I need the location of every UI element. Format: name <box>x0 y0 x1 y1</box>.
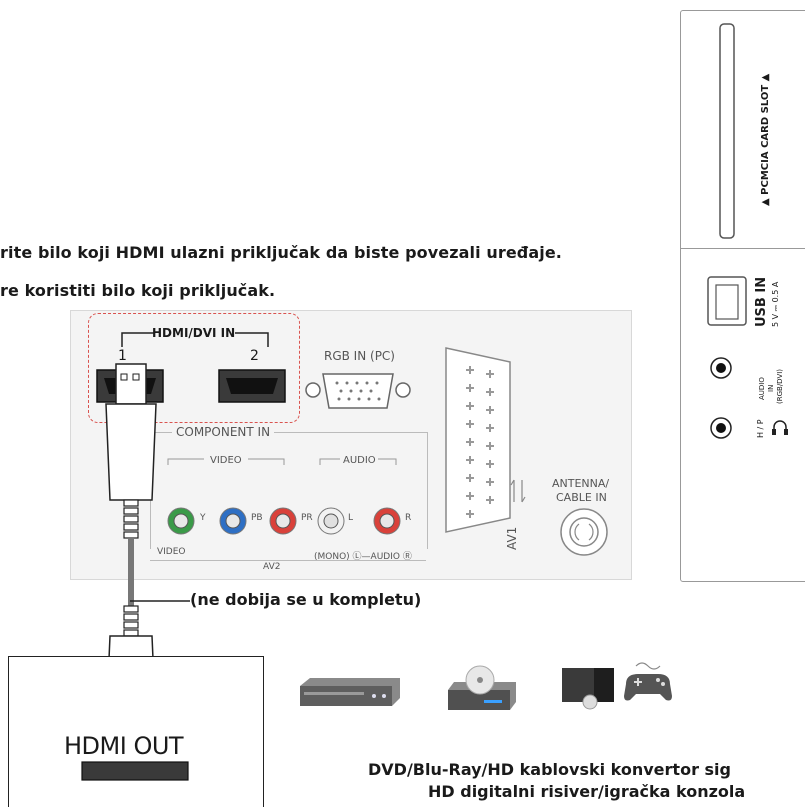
video-bottom-label: VIDEO <box>157 547 186 557</box>
mono-audio-label: (MONO) Ⓛ—AUDIO Ⓡ <box>314 552 412 562</box>
audio-group-bracket <box>319 458 397 465</box>
hdmi-port-group <box>88 313 300 423</box>
av2-divider <box>150 560 426 561</box>
antenna-port[interactable] <box>558 506 610 558</box>
jack-l-label: L <box>348 513 354 523</box>
external-device <box>8 656 264 807</box>
rgb-vga-port[interactable] <box>303 366 413 416</box>
jack-r-label: R <box>405 513 412 523</box>
jack-y-label: Y <box>200 513 206 523</box>
bluray-player-icon <box>448 665 516 710</box>
cable-in-label: CABLE IN <box>556 491 607 504</box>
antenna-label: ANTENNA/ <box>552 477 610 490</box>
tv-back-panel <box>70 310 632 580</box>
jack-pr-red[interactable] <box>268 506 298 536</box>
scart-port[interactable] <box>440 340 520 540</box>
video-group-bracket <box>167 458 285 465</box>
usb-spec-label: 5 V ⎓ 0.5 A <box>771 281 780 327</box>
rgb-in-label: RGB IN (PC) <box>324 349 395 363</box>
devices-caption-line-2: HD digitalni risiver/igračka konzola <box>428 782 746 801</box>
devices-caption-line-1: DVD/Blu-Ray/HD kablovski konvertor sig <box>368 760 731 779</box>
av2-label: AV2 <box>263 562 281 572</box>
jack-r-red[interactable] <box>372 506 402 536</box>
audio-in-label-1: AUDIO <box>758 377 766 400</box>
av1-switch-icon <box>510 479 526 503</box>
pcmcia-label: ▲ PCMCIA CARD SLOT ▲ <box>760 73 771 206</box>
usb-port[interactable] <box>706 275 748 327</box>
headphone-jack[interactable] <box>709 416 733 440</box>
av1-label: AV1 <box>505 526 519 550</box>
audio-in-label-3: (RGB/DVI) <box>776 368 784 404</box>
dvd-player-icon <box>300 678 400 706</box>
audio-in-label-2: IN <box>767 384 775 392</box>
hdmi-port-2-number: 2 <box>250 348 259 364</box>
jack-pb-label: PB <box>251 513 263 523</box>
hdmi-out-label: HDMI OUT <box>64 732 184 760</box>
jack-l-white[interactable] <box>316 506 346 536</box>
audio-group-label: AUDIO <box>343 455 376 466</box>
instruction-line-1: rite bilo koji HDMI ulazni priključak da… <box>0 243 562 262</box>
audio-in-jack[interactable] <box>709 356 733 380</box>
jack-pb-blue[interactable] <box>218 506 248 536</box>
game-console-icon <box>624 662 672 701</box>
set-top-box-icon <box>562 668 614 710</box>
jack-pr-label: PR <box>301 513 313 523</box>
hdmi-port-2[interactable] <box>218 368 288 404</box>
hdmi-bracket <box>121 332 269 347</box>
cable-note-leader <box>130 600 190 602</box>
component-in-label: COMPONENT IN <box>172 425 275 439</box>
hdmi-dvi-in-label: HDMI/DVI IN <box>152 326 236 340</box>
cable-note: (ne dobija se u kompletu) <box>190 590 422 609</box>
device-hdmi-port[interactable] <box>80 760 190 782</box>
usb-in-label: USB IN <box>754 276 769 327</box>
pcmcia-slot[interactable] <box>718 22 738 242</box>
jack-y-green[interactable] <box>166 506 196 536</box>
headphone-icon <box>772 420 788 435</box>
video-group-label: VIDEO <box>210 455 242 466</box>
instruction-line-2: re koristiti bilo koji priključak. <box>0 281 276 300</box>
side-panel-divider <box>680 248 805 249</box>
hdmi-port-1-number: 1 <box>118 348 127 364</box>
hp-label: H / P <box>756 419 765 438</box>
